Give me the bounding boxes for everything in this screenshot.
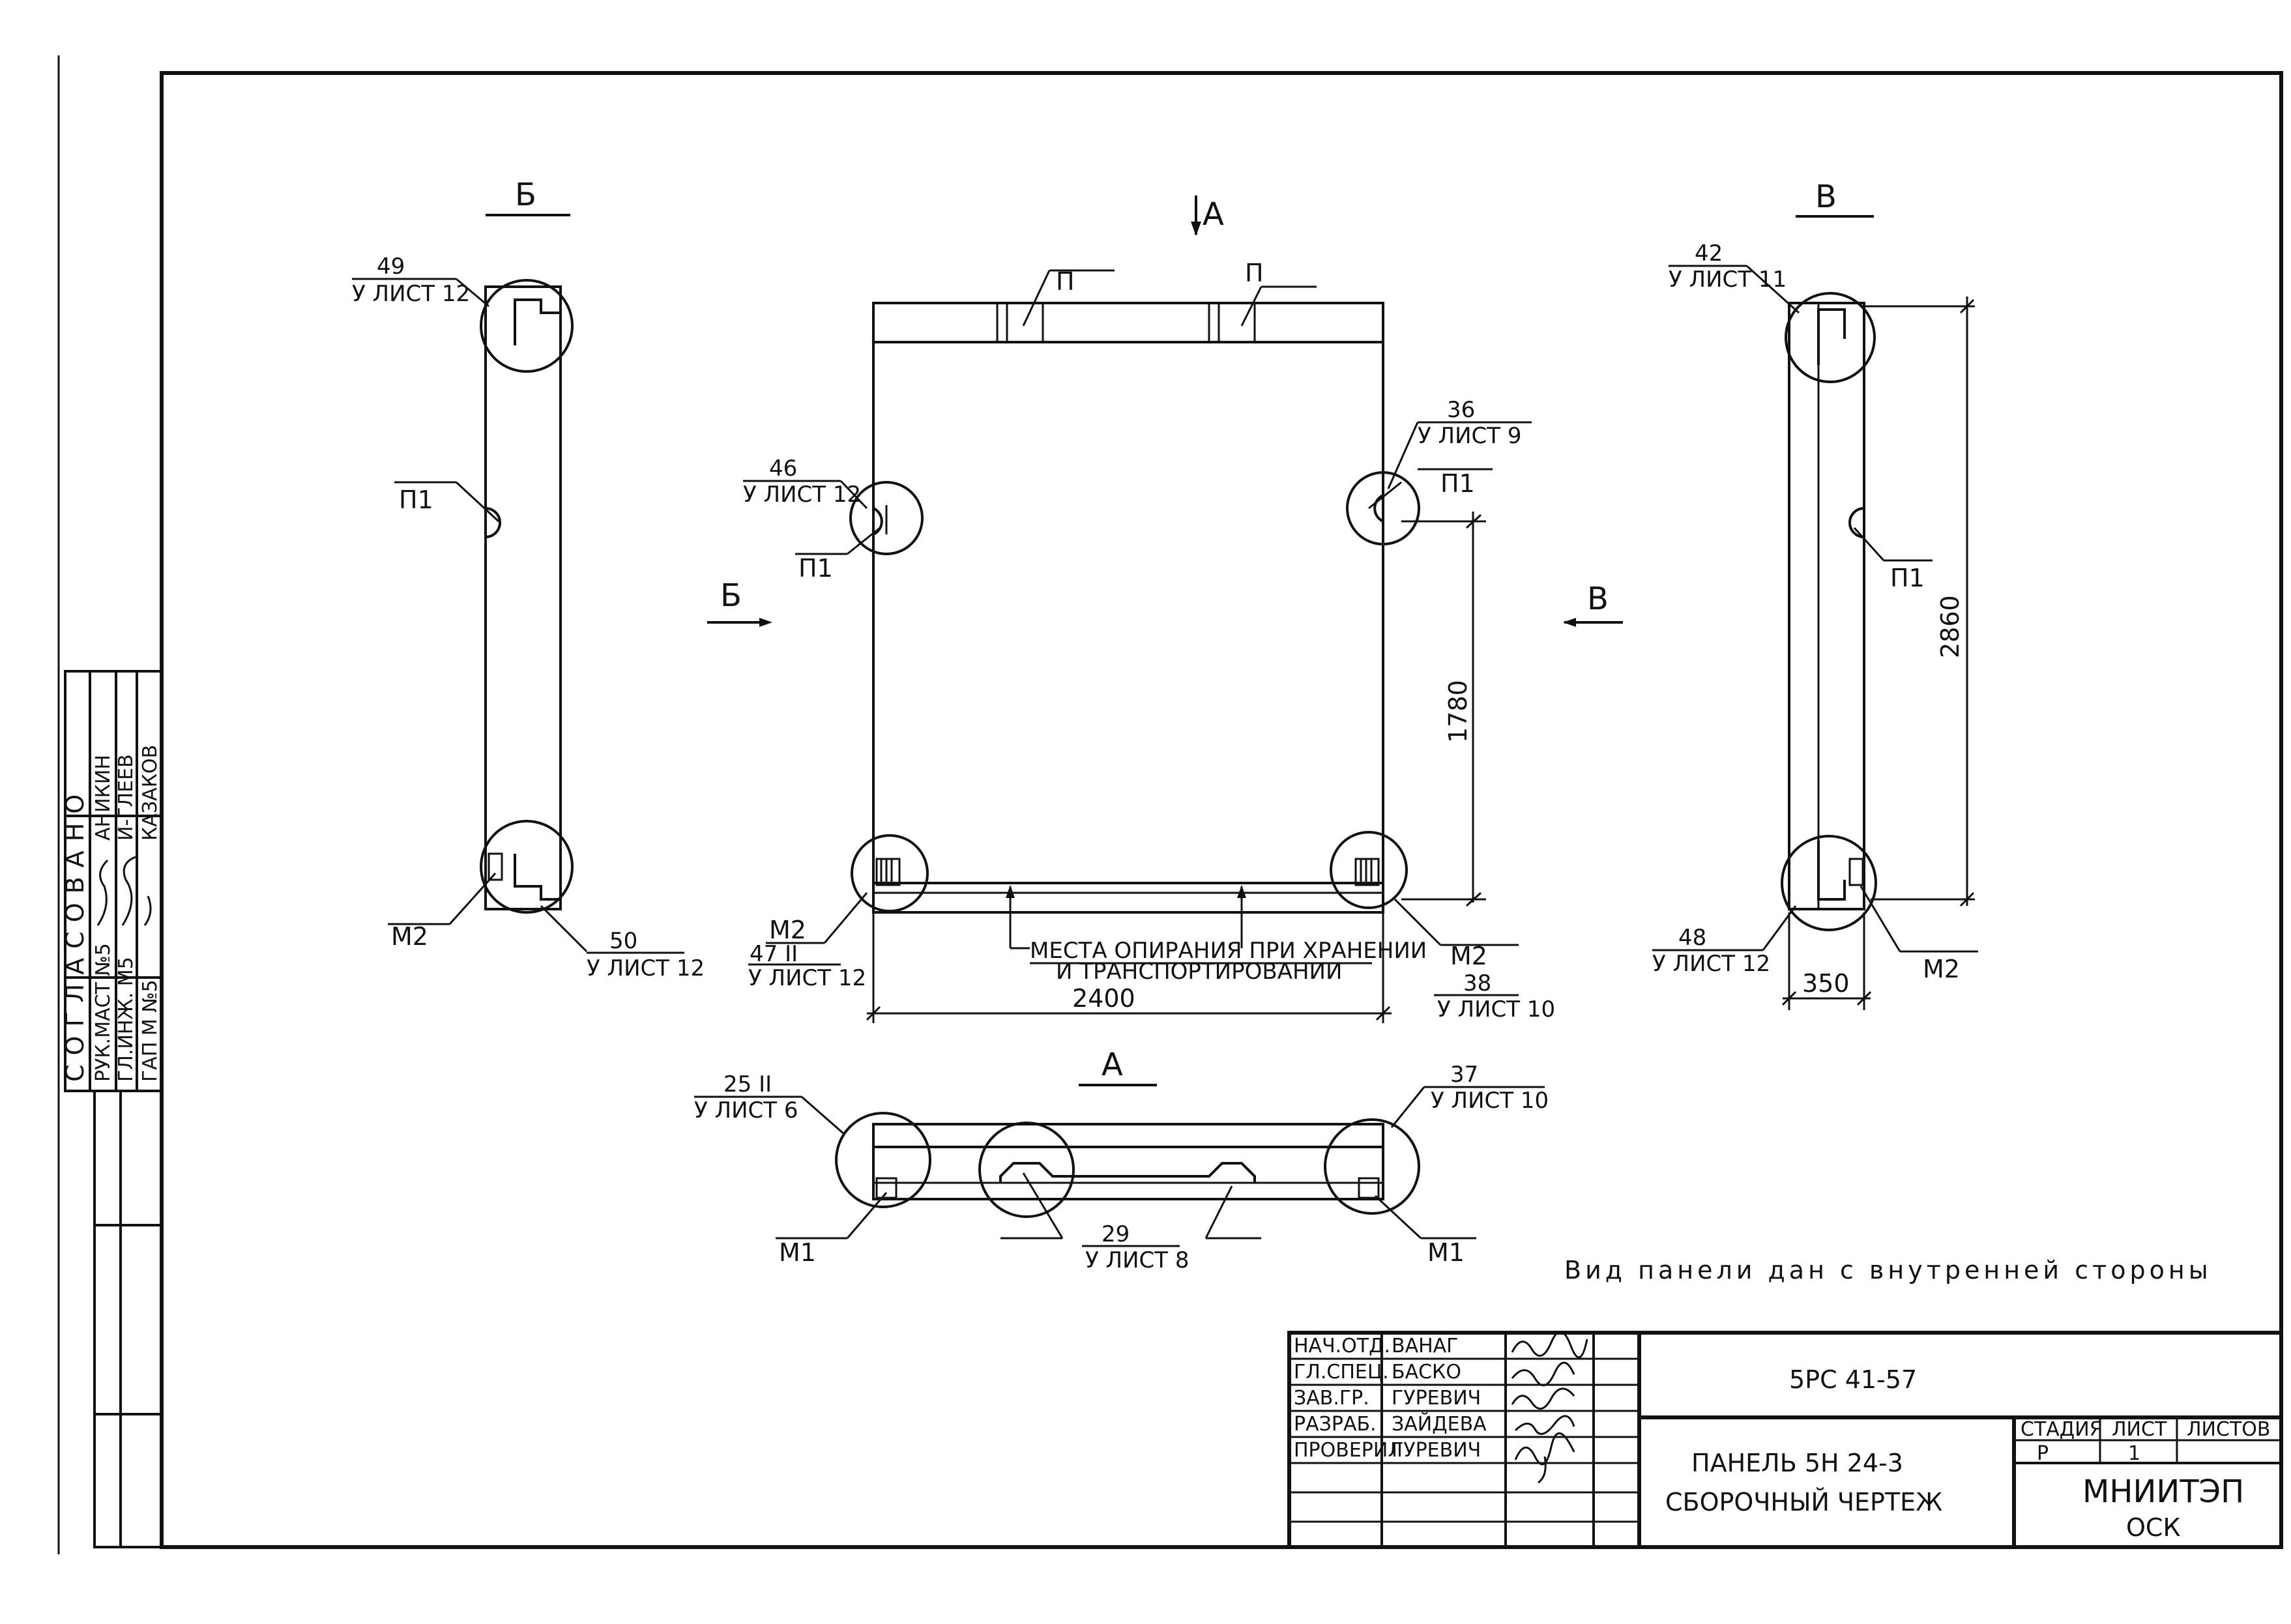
callout-29-sheet: У ЛИСТ 8	[1085, 1247, 1189, 1273]
dim-2860: 2860	[1936, 595, 1964, 658]
dim-1780: 1780	[1444, 680, 1472, 743]
callout-38-num: 38	[1463, 970, 1491, 996]
sig-name-3: ГУРЕВИЧ	[1392, 1387, 1481, 1410]
callout-38-sheet: У ЛИСТ 10	[1437, 996, 1555, 1022]
doc-code: 5РС 41-57	[1789, 1365, 1917, 1394]
view-v-panel	[1788, 302, 1865, 910]
view-v: В 42 У ЛИСТ 11 П1 2860 48 У ЛИСТ 12 М	[1652, 179, 1978, 1010]
approval-name-3: КАЗАКОВ	[139, 745, 162, 841]
front-p1-right: П1	[1440, 469, 1475, 498]
sig-role-2: ГЛ.СПЕЦ.	[1294, 1361, 1389, 1384]
sheet-value: 1	[2128, 1442, 2140, 1465]
doc-name-line1: ПАНЕЛЬ 5Н 24-3	[1691, 1449, 1903, 1477]
front-p1-left: П1	[798, 554, 833, 583]
view-b-p1-mark: П1	[399, 486, 433, 514]
sig-name-2: БАСКО	[1392, 1361, 1461, 1384]
sheets-header: ЛИСТОВ	[2187, 1418, 2270, 1441]
callout-50-sheet: У ЛИСТ 12	[587, 955, 705, 981]
view-v-m2-mark: М2	[1923, 955, 1960, 983]
callout-49-num: 49	[377, 254, 405, 280]
approval-role-1: РУК.МАСТ №5	[92, 943, 115, 1082]
front-view: А П П 46	[707, 196, 1623, 1023]
view-b-title: Б	[515, 177, 536, 213]
org-line1: МНИИТЭП	[2082, 1473, 2244, 1510]
front-m2-left: М2	[769, 916, 806, 944]
callout-42-sheet: У ЛИСТ 11	[1669, 267, 1787, 293]
approval-name-2: И-ГЛЕЕВ	[115, 754, 138, 841]
panel-outline	[872, 302, 1384, 914]
approval-title: СОГЛАСОВАНО	[61, 785, 89, 1082]
callout-29-num: 29	[1102, 1221, 1130, 1247]
approval-role-3: ГАП М №5	[139, 979, 162, 1082]
sig-name-5: ГУРЕВИЧ	[1392, 1439, 1481, 1462]
callout-46-sheet: У ЛИСТ 12	[743, 482, 861, 508]
approval-stamp: СОГЛАСОВАНО РУК.МАСТ №5 АНИКИН ГЛ.ИНЖ. М…	[61, 670, 163, 1548]
stage-value: Р	[2037, 1442, 2049, 1465]
callout-48-num: 48	[1678, 925, 1706, 951]
handwritten-signatures	[1511, 1331, 1588, 1484]
arrow-b-label: Б	[720, 577, 742, 614]
callout-47-num: 47 II	[750, 941, 798, 967]
front-m2-right: М2	[1450, 942, 1487, 970]
support-note-1: МЕСТА ОПИРАНИЯ ПРИ ХРАНЕНИИ	[1030, 938, 1427, 964]
callout-46-num: 46	[769, 456, 797, 482]
sig-role-1: НАЧ.ОТД.	[1294, 1335, 1390, 1357]
title-block: НАЧ.ОТД. ВАНАГ ГЛ.СПЕЦ. БАСКО ЗАВ.ГР. ГУ…	[1287, 1331, 2283, 1549]
callout-36-sheet: У ЛИСТ 9	[1418, 423, 1521, 449]
callout-36-num: 36	[1447, 397, 1475, 423]
callout-25-sheet: У ЛИСТ 6	[694, 1097, 798, 1124]
callout-47-sheet: У ЛИСТ 12	[748, 965, 866, 991]
callout-37-sheet: У ЛИСТ 10	[1431, 1088, 1549, 1114]
sheet-frame	[57, 55, 2283, 1554]
approval-signatures	[96, 856, 152, 926]
view-a-m1-right: М1	[1427, 1238, 1465, 1267]
arrow-v-label: В	[1587, 581, 1609, 617]
callout-42-num: 42	[1695, 240, 1723, 267]
view-b: Б 49 У ЛИСТ 12 П1 М2 50 У ЛИСТ 12	[352, 177, 705, 981]
sheet-header: ЛИСТ	[2112, 1418, 2167, 1441]
approval-name-1: АНИКИН	[92, 755, 115, 841]
arrow-a-label: А	[1203, 196, 1224, 233]
sig-role-4: РАЗРАБ.	[1294, 1413, 1377, 1436]
org-line2: ОСК	[2126, 1513, 2180, 1542]
view-a-m1-left: М1	[779, 1238, 816, 1267]
callout-48-sheet: У ЛИСТ 12	[1652, 951, 1770, 977]
callout-37-num: 37	[1450, 1062, 1478, 1088]
callout-25-num: 25 II	[723, 1071, 772, 1097]
front-p-mark-2: П	[1245, 259, 1264, 287]
callout-49-sheet: У ЛИСТ 12	[352, 281, 470, 307]
dim-350: 350	[1802, 969, 1850, 998]
front-p-mark-1: П	[1056, 267, 1075, 296]
stage-header: СТАДИЯ	[2021, 1418, 2103, 1441]
view-v-title: В	[1815, 179, 1837, 215]
view-a-title: А	[1102, 1047, 1123, 1083]
sig-name-1: ВАНАГ	[1392, 1335, 1458, 1357]
view-a: А 25 II У ЛИСТ 6 37 У ЛИСТ 10 М1 М1 2	[694, 1047, 1549, 1273]
approval-role-2: ГЛ.ИНЖ. М5	[115, 957, 138, 1082]
sig-role-5: ПРОВЕРИЛ	[1294, 1439, 1403, 1462]
view-a-panel	[872, 1123, 1384, 1200]
view-v-p1-mark: П1	[1890, 564, 1925, 592]
view-b-panel	[484, 285, 562, 910]
doc-name-line2: СБОРОЧНЫЙ ЧЕРТЕЖ	[1665, 1488, 1942, 1516]
callout-50-num: 50	[609, 928, 637, 954]
view-b-m2-mark: М2	[391, 922, 428, 951]
view-note: Вид панели дан с внутренней стороны	[1564, 1256, 2212, 1284]
dim-2400: 2400	[1072, 984, 1135, 1013]
support-note-2: И ТРАНСПОРТИРОВАНИИ	[1056, 959, 1342, 985]
sig-role-3: ЗАВ.ГР.	[1294, 1387, 1369, 1410]
sig-name-4: ЗАЙДЕВА	[1392, 1412, 1487, 1436]
